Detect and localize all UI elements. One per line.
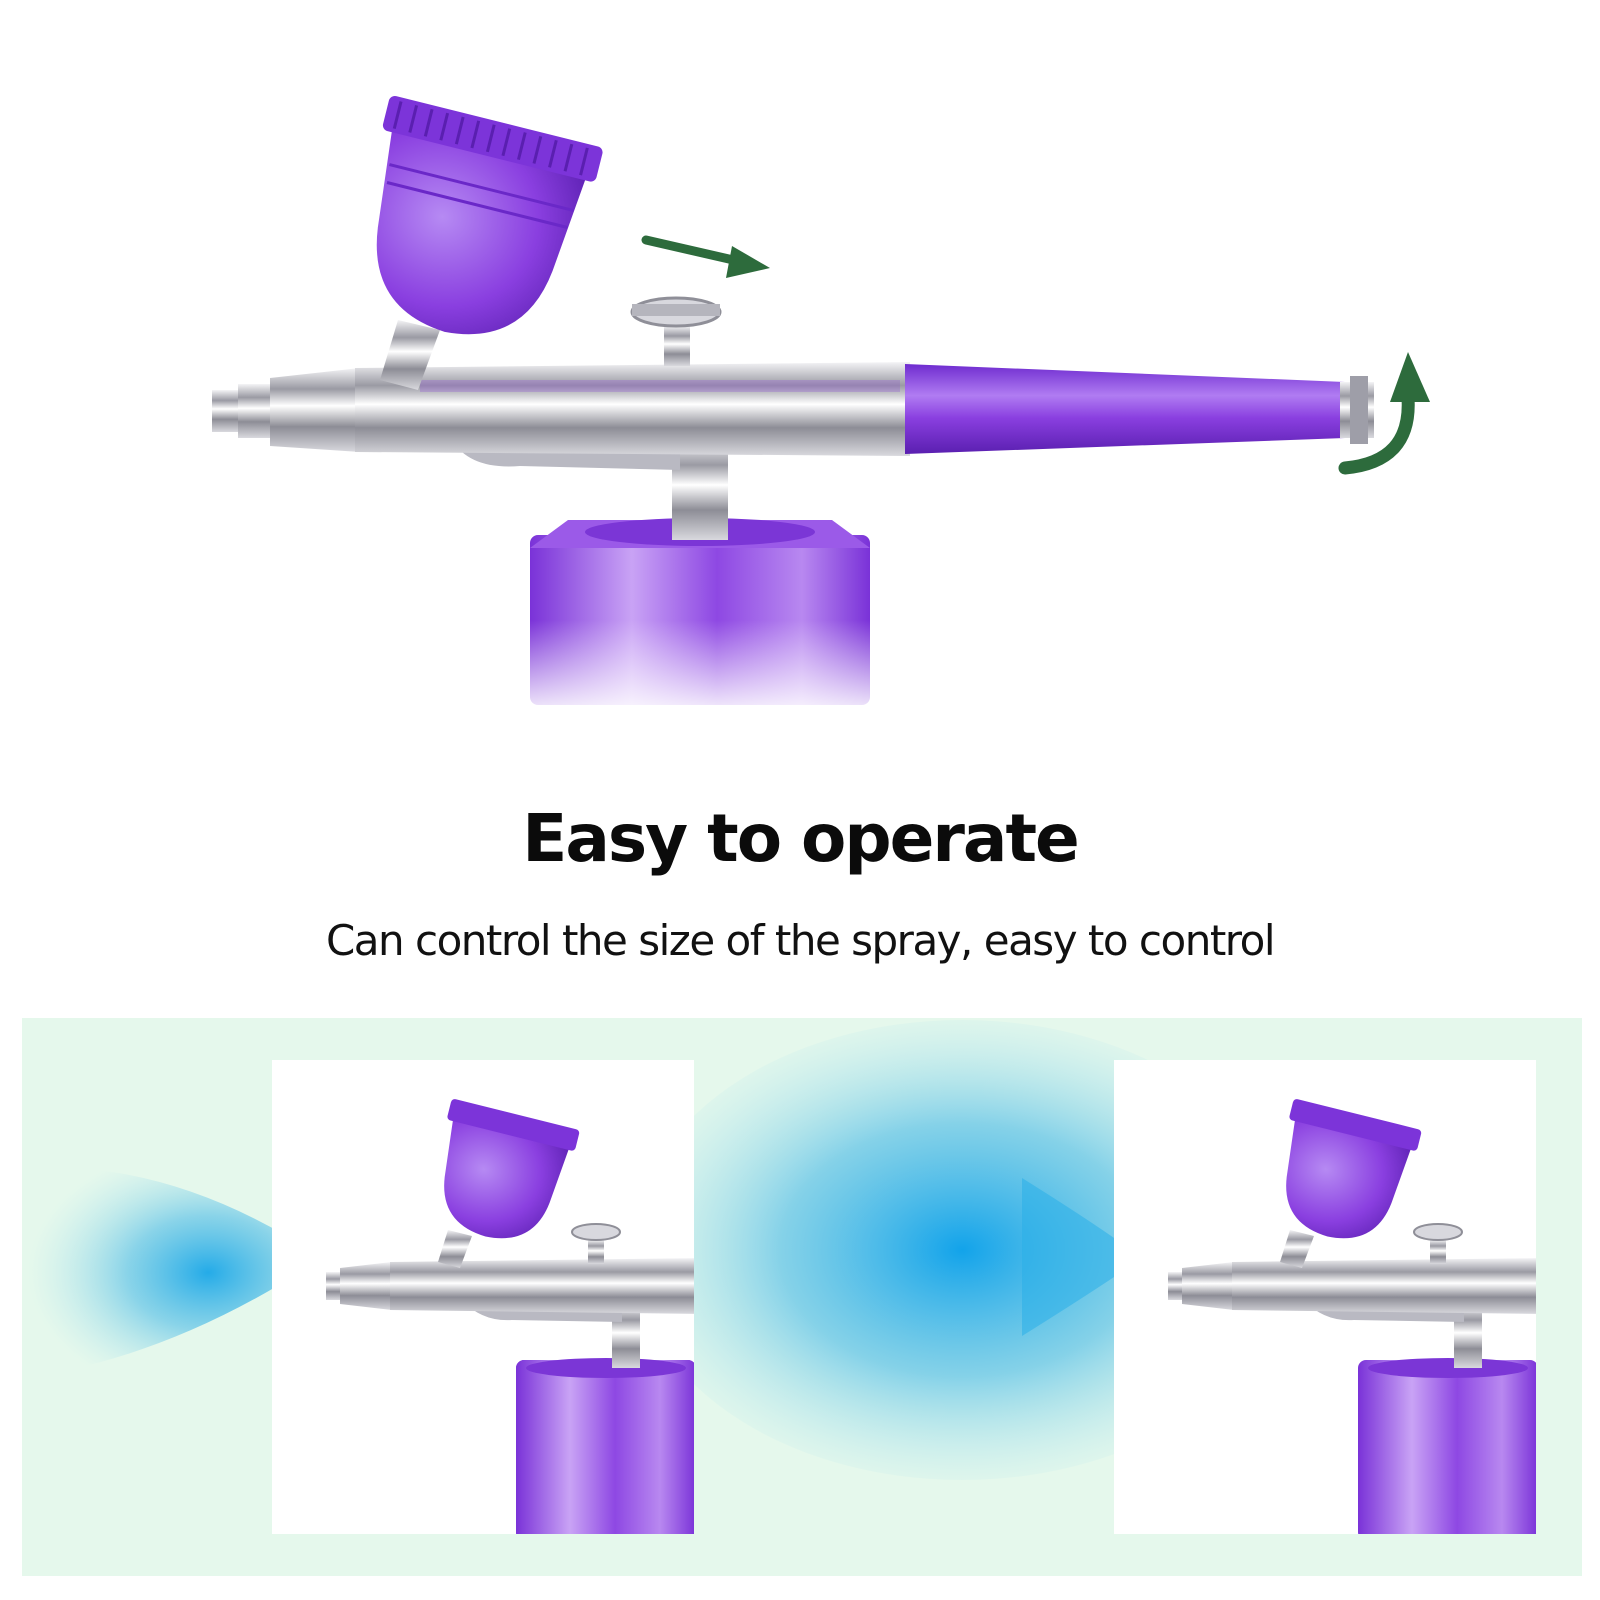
- airbrush-small-illustration: [1168, 1099, 1536, 1534]
- airbrush-body: [355, 362, 910, 456]
- handle-end-cap: [1340, 376, 1374, 444]
- trigger-button: [630, 296, 722, 366]
- right-arrow-icon: [641, 235, 770, 278]
- narrow-spray-example: [272, 1060, 694, 1534]
- narrow-spray: [22, 1167, 322, 1378]
- paint-cup: [376, 95, 603, 335]
- curved-rotate-arrow-icon: [1338, 352, 1430, 475]
- wide-spray-example: [1114, 1060, 1536, 1534]
- compressor-body: [520, 518, 880, 720]
- airbrush-handle: [905, 364, 1345, 454]
- nozzle-tip: [212, 368, 360, 452]
- spray-comparison-panel: [22, 1018, 1582, 1576]
- airbrush-stem: [672, 440, 728, 540]
- subheadline: Can control the size of the spray, easy …: [325, 916, 1276, 965]
- airbrush-small-illustration: [326, 1099, 694, 1534]
- cup-neck: [380, 320, 440, 390]
- airbrush-hero-illustration: [212, 95, 1430, 720]
- headline: Easy to operate: [522, 800, 1080, 877]
